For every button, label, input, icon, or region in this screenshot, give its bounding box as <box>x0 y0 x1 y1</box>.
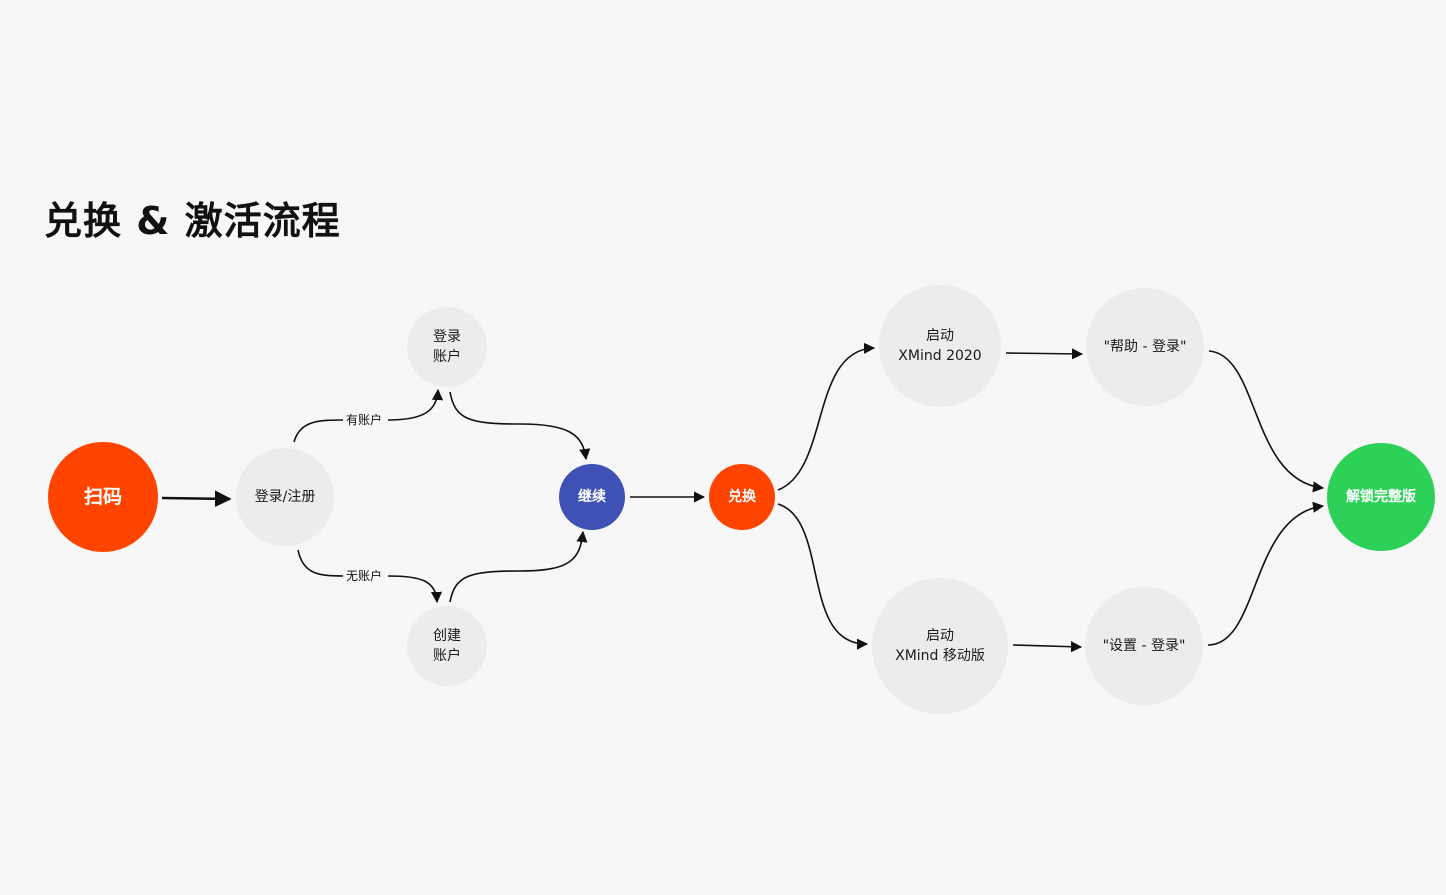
edge-no-account <box>297 549 437 602</box>
edge-redeem-to-desktop <box>777 342 876 491</box>
node-help-login: "帮助 - 登录" <box>1086 288 1204 406</box>
page-title: 兑换 & 激活流程 <box>44 199 341 243</box>
edge-label-has-account: 有账户 <box>343 411 386 428</box>
edge-settings-to-unlock <box>1207 501 1325 646</box>
edge-help-to-unlock <box>1208 350 1325 493</box>
edge-desktop-to-help <box>1005 348 1084 360</box>
node-create-account: 创建 账户 <box>407 606 487 686</box>
node-continue: 继续 <box>559 464 625 530</box>
node-launch-desktop: 启动 XMind 2020 <box>879 285 1001 407</box>
edge-scan-to-login-register <box>161 490 232 508</box>
node-launch-mobile: 启动 XMind 移动版 <box>872 578 1008 714</box>
node-settings-login: "设置 - 登录" <box>1085 587 1203 705</box>
node-redeem: 兑换 <box>709 464 775 530</box>
edge-label-no-account: 无账户 <box>343 567 386 584</box>
edge-mobile-to-settings <box>1012 641 1083 653</box>
node-unlock-full: 解锁完整版 <box>1327 443 1435 551</box>
node-login-register: 登录/注册 <box>236 448 334 546</box>
edge-redeem-to-mobile <box>777 503 869 650</box>
node-login-account: 登录 账户 <box>407 307 487 387</box>
edge-login-account-to-continue <box>449 391 591 461</box>
edge-create-account-to-continue <box>449 530 588 603</box>
node-scan: 扫码 <box>48 442 158 552</box>
edge-has-account <box>293 390 438 443</box>
